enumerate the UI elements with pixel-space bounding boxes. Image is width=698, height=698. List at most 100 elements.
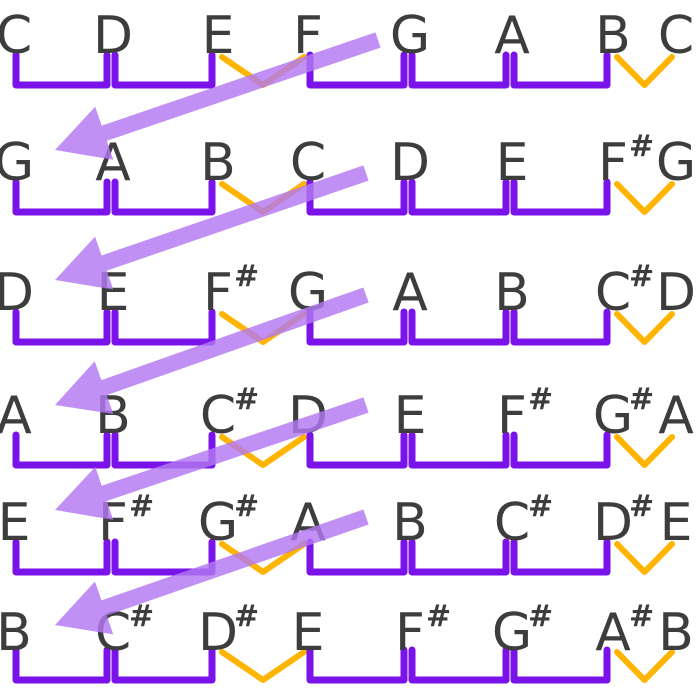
half-step-chevron: [614, 434, 675, 468]
whole-step-bracket: [408, 51, 510, 89]
note-letter: A: [392, 263, 428, 323]
sharp-sign: #: [426, 599, 451, 634]
whole-step-bracket: [12, 431, 111, 469]
note-letter: A: [0, 386, 32, 446]
whole-step-bracket: [306, 538, 408, 576]
note-letter: A: [595, 603, 631, 663]
sharp-sign: #: [629, 129, 654, 164]
whole-step-bracket: [12, 308, 111, 346]
note-letter: G: [492, 603, 532, 663]
note-letter: C: [595, 263, 631, 323]
note-letter: B: [392, 493, 428, 553]
whole-step-bracket: [111, 51, 216, 89]
scale-row-5-steps: [12, 538, 675, 576]
arrow-to-next-scale-1: [55, 32, 381, 160]
sharp-sign: #: [234, 489, 259, 524]
whole-step-bracket: [306, 646, 408, 684]
whole-step-bracket: [510, 178, 611, 216]
note-letter: G: [0, 133, 34, 193]
half-step-chevron: [614, 54, 675, 88]
sharp-sign: #: [129, 489, 154, 524]
sharp-sign: #: [234, 259, 259, 294]
note-letter: D: [656, 263, 696, 323]
note-letter: C: [200, 386, 236, 446]
arrow-icon: [55, 287, 369, 415]
sharp-sign: #: [629, 259, 654, 294]
whole-step-bracket: [306, 431, 408, 469]
sharp-sign: #: [234, 599, 259, 634]
half-step-chevron: [614, 649, 675, 683]
whole-step-bracket: [111, 646, 216, 684]
whole-step-bracket: [111, 178, 216, 216]
whole-step-bracket: [408, 646, 510, 684]
note-letter: B: [0, 603, 32, 663]
whole-step-bracket: [408, 308, 510, 346]
whole-step-bracket: [12, 538, 111, 576]
whole-step-bracket: [111, 308, 216, 346]
half-step-chevron: [219, 649, 307, 683]
whole-step-bracket: [510, 51, 611, 89]
whole-step-bracket: [510, 308, 611, 346]
arrow-icon: [55, 509, 369, 635]
half-step-chevron: [219, 541, 307, 575]
note-letter: F: [598, 133, 628, 193]
arrow-icon: [55, 32, 381, 160]
scale-row-3-steps: [12, 308, 675, 346]
note-letter: G: [656, 133, 696, 193]
whole-step-bracket: [510, 646, 611, 684]
whole-step-bracket: [510, 431, 611, 469]
note-letter: E: [0, 493, 30, 553]
note-letter: E: [202, 6, 235, 66]
whole-step-bracket: [12, 178, 111, 216]
whole-step-bracket: [510, 538, 611, 576]
note-letter: D: [0, 263, 34, 323]
note-letter: G: [593, 386, 633, 446]
note-letter: B: [595, 6, 631, 66]
note-letter: D: [390, 133, 430, 193]
note-letter: G: [390, 6, 430, 66]
note-letter: G: [198, 493, 238, 553]
note-letter: A: [658, 386, 694, 446]
whole-step-bracket: [408, 431, 510, 469]
sharp-sign: #: [629, 382, 654, 417]
sharp-sign: #: [528, 382, 553, 417]
whole-step-bracket: [306, 308, 408, 346]
half-step-chevron: [614, 311, 675, 345]
note-letter: F: [395, 603, 425, 663]
note-letter: C: [658, 6, 694, 66]
sharp-sign: #: [528, 599, 553, 634]
note-letter: E: [292, 603, 325, 663]
arrow-to-next-scale-5: [55, 509, 369, 635]
sharp-sign: #: [629, 489, 654, 524]
arrow-icon: [55, 165, 369, 290]
whole-step-bracket: [12, 646, 111, 684]
half-step-chevron: [614, 541, 675, 575]
note-letter: B: [658, 603, 694, 663]
note-letter: D: [593, 493, 633, 553]
note-letter: E: [660, 493, 693, 553]
note-letter: C: [0, 6, 32, 66]
note-letter: F: [497, 386, 527, 446]
note-letter: D: [93, 6, 133, 66]
half-step-chevron: [614, 181, 675, 215]
sharp-sign: #: [629, 599, 654, 634]
whole-step-bracket: [408, 538, 510, 576]
arrow-icon: [55, 397, 369, 520]
note-letter: B: [200, 133, 236, 193]
note-letter: D: [198, 603, 238, 663]
arrow-to-next-scale-4: [55, 397, 369, 520]
note-letter: E: [394, 386, 427, 446]
sharp-sign: #: [234, 382, 259, 417]
scale-row-6-steps: [12, 646, 675, 684]
note-letter: B: [494, 263, 530, 323]
note-letter: E: [496, 133, 529, 193]
note-letter: A: [494, 6, 530, 66]
arrow-to-next-scale-2: [55, 165, 369, 290]
